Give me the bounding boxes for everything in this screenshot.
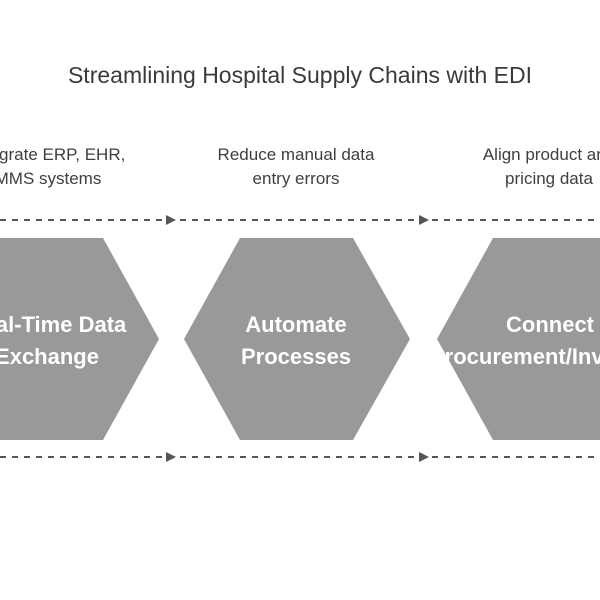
step-3-label-line-2: Procurement/Inventory [430,344,600,369]
step-2-description-line-2: entry errors [252,169,340,188]
top-arrowhead-1 [166,215,176,225]
step-1-description-line-2: MMS systems [0,169,102,188]
step-1-description-line-1: Integrate ERP, EHR, [0,145,126,164]
step-3-label-line-1: Connect [506,312,594,337]
hexagon-step-1 [0,238,159,440]
step-2-description-line-1: Reduce manual data [217,145,375,164]
bottom-arrowhead-2 [419,452,429,462]
step-3-description-line-2: pricing data [505,169,593,188]
step-2-description: Reduce manual data entry errors [181,143,411,191]
bottom-arrowhead-1 [166,452,176,462]
diagram-title: Streamlining Hospital Supply Chains with… [67,62,533,88]
step-3-description-line-1: Align product and [482,145,600,164]
top-arrowhead-2 [419,215,429,225]
step-3-label: Connect Procurement/Inventory [430,309,600,373]
step-1-description: Integrate ERP, EHR, MMS systems [0,143,163,191]
step-1-label-line-1: Real-Time Data [0,312,127,337]
step-2-label-line-1: Automate [245,312,347,337]
hexagon-step-3 [437,238,600,440]
step-3-description: Align product and pricing data [434,143,600,191]
hexagon-step-2 [184,238,410,440]
step-2-label: Automate Processes [176,309,416,373]
step-1-label: Real-Time Data Exchange [0,309,167,373]
step-1-label-line-2: Exchange [0,344,99,369]
step-2-label-line-2: Processes [240,344,352,369]
